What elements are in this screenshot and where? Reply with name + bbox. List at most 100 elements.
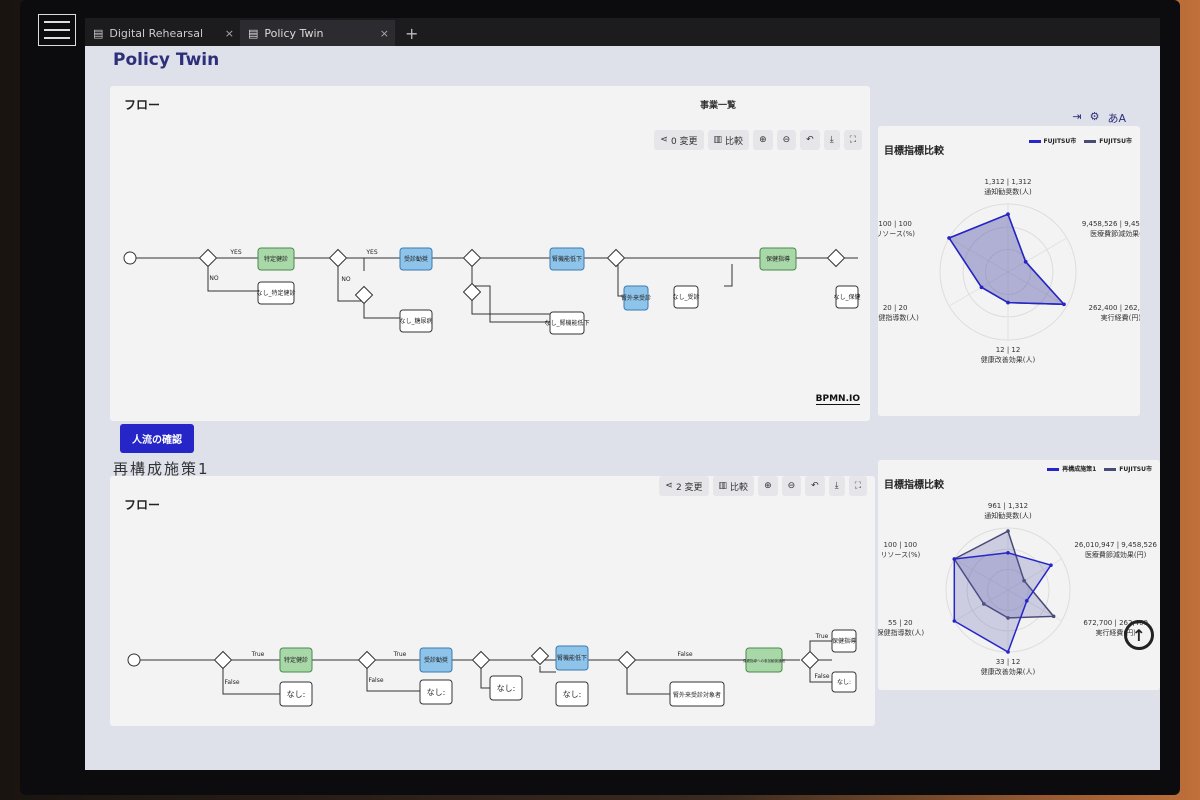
download-icon[interactable]: ⤓: [823, 130, 840, 150]
edge-label: True: [815, 633, 829, 640]
radar-axis-label: 100 | 100: [878, 220, 912, 228]
language-icon[interactable]: あA: [1107, 112, 1126, 125]
gateways: [198, 248, 846, 305]
radar-axis-label: 保健指導数(人): [878, 313, 919, 322]
legend-item: 再構成施策1: [1047, 464, 1096, 473]
radar-axis-label: 実行経費(円): [1095, 628, 1136, 637]
zoom-in-icon[interactable]: ⊕: [753, 130, 773, 150]
bpmn-task[interactable]: 受診勧奨: [404, 255, 428, 263]
bpmn-diagram-top[interactable]: 特定健診 なし_特定健診 受診勧奨 なし_糖尿病 腎機能低下 なし_腎機能低下 …: [110, 86, 870, 421]
close-icon[interactable]: ×: [379, 26, 389, 40]
people-flow-button[interactable]: 人流の確認: [120, 424, 194, 453]
radar-point: [1006, 300, 1010, 305]
radar-point: [1006, 212, 1010, 216]
flow-card-top: フロー 事業一覧 ⋖0 変更 ▥比較 ⊕ ⊖ ↶ ⤓ ⛶ 特定健診 なし_特定健…: [110, 86, 870, 421]
radar-point: [1022, 578, 1026, 583]
changes-label: 0 変更: [670, 136, 698, 147]
radar-axis-label: 12 | 12: [996, 346, 1021, 354]
bpmn-task[interactable]: なし_受診: [672, 293, 699, 301]
radar-axis: [948, 271, 1009, 307]
bpmn-task[interactable]: 特定健診: [284, 656, 308, 664]
bpmn-task[interactable]: 保健指導: [832, 637, 856, 645]
zoom-out-icon[interactable]: ⊖: [781, 476, 802, 496]
bpmn-task[interactable]: なし:: [837, 679, 851, 686]
radar-point: [1024, 599, 1029, 603]
zoom-out-icon[interactable]: ⊖: [776, 130, 797, 150]
tab-policy-twin[interactable]: ▤Policy Twin×: [240, 20, 395, 46]
bpmn-task[interactable]: 保健指導への参加勧奨通知: [743, 658, 785, 663]
radar-axis-label: 医療費節減効果(円): [1090, 229, 1140, 238]
columns-icon: ▥: [713, 135, 723, 145]
bpmn-task[interactable]: なし:: [563, 690, 582, 699]
tab-label: Digital Rehearsal: [109, 26, 204, 40]
scroll-to-top-button[interactable]: ↑: [1124, 620, 1154, 650]
undo-icon[interactable]: ↶: [800, 130, 820, 150]
legend-item: FUJITSU市: [1104, 464, 1152, 473]
bpmn-task[interactable]: なし_腎機能低下: [544, 319, 589, 327]
logout-icon[interactable]: ⇥: [1072, 110, 1082, 123]
bpmn-task[interactable]: 腎機能低下: [552, 255, 582, 263]
edge-label: True: [393, 651, 407, 658]
changes-button[interactable]: ⋖2 変更: [659, 476, 709, 496]
edge-label: NO: [341, 276, 350, 283]
zoom-in-icon[interactable]: ⊕: [758, 476, 778, 496]
bpmn-task[interactable]: なし:: [497, 684, 516, 693]
radar-axis-label: 9,458,526 | 9,458,526: [1082, 220, 1140, 228]
radar-axis-label: 672,700 | 262,400: [1083, 619, 1148, 627]
menu-button[interactable]: [38, 14, 76, 46]
undo-icon[interactable]: ↶: [805, 476, 825, 496]
bpmn-task[interactable]: 保健指導: [766, 255, 790, 263]
radar-point: [1023, 260, 1028, 264]
bpmn-task[interactable]: 腎外来受診: [621, 294, 651, 302]
changes-button[interactable]: ⋖0 変更: [654, 130, 704, 150]
bpmn-task[interactable]: なし_糖尿病: [399, 317, 432, 325]
edge-label: YES: [229, 249, 241, 256]
bpmn-task[interactable]: なし:: [427, 688, 446, 697]
radar-axis-label: リソース(%): [880, 551, 920, 559]
bpmn-task[interactable]: 腎機能低下: [557, 654, 587, 662]
compare-button[interactable]: ▥比較: [707, 130, 750, 150]
edge-label: False: [677, 651, 692, 658]
bpmn-io-logo[interactable]: BPMN.IO: [815, 394, 860, 405]
edge-label: True: [251, 651, 265, 658]
flow-card-bottom: フロー ⋖2 変更 ▥比較 ⊕ ⊖ ↶ ⤓ ⛶ 特定健診 なし: 受診勧奨 なし…: [110, 476, 875, 726]
edge-label: False: [368, 677, 383, 684]
radar-point: [952, 557, 957, 561]
radar-legend: 再構成施策1 FUJITSU市: [1047, 464, 1152, 473]
compare-button[interactable]: ▥比較: [712, 476, 755, 496]
radar-axis-label: 26,010,947 | 9,458,526: [1074, 541, 1157, 549]
close-icon[interactable]: ×: [224, 26, 234, 40]
page-icon: ▤: [93, 26, 104, 40]
radar-axis: [1007, 558, 1062, 591]
radar-title: 目標指標比較: [884, 480, 944, 491]
radar-point: [1006, 616, 1010, 620]
flow-title: フロー: [124, 498, 161, 512]
flow-toolbar: ⋖0 変更 ▥比較 ⊕ ⊖ ↶ ⤓ ⛶: [654, 130, 862, 150]
bpmn-task[interactable]: 腎外来受診対象者: [673, 691, 721, 699]
tab-digital-rehearsal[interactable]: ▤ Digital Rehearsal ×: [85, 20, 240, 46]
bpmn-task[interactable]: なし_保健: [833, 293, 860, 301]
edge-label: False: [814, 673, 829, 680]
download-icon[interactable]: ⤓: [828, 476, 845, 496]
bpmn-task[interactable]: なし:: [287, 690, 306, 699]
bpmn-diagram-bottom[interactable]: 特定健診 なし: 受診勧奨 なし: 腎機能低下 なし: なし: 腎外来受診対象者…: [110, 476, 875, 726]
radar-point: [1006, 650, 1010, 654]
fullscreen-icon[interactable]: ⛶: [843, 130, 862, 150]
radar-title: 目標指標比較: [884, 146, 944, 157]
fullscreen-icon[interactable]: ⛶: [848, 476, 867, 496]
new-tab-button[interactable]: +: [405, 23, 419, 43]
share-icon: ⋖: [665, 481, 673, 491]
bpmn-task[interactable]: 受診勧奨: [424, 656, 448, 664]
radar-point: [1006, 529, 1010, 533]
edge-label: NO: [209, 275, 218, 282]
radar-point: [1051, 614, 1056, 619]
bpmn-task[interactable]: なし_特定健診: [256, 289, 295, 297]
radar-axis-label: 保健指導数(人): [878, 628, 924, 637]
gear-icon[interactable]: ⚙: [1089, 110, 1100, 123]
bpmn-task[interactable]: 特定健診: [264, 255, 288, 263]
